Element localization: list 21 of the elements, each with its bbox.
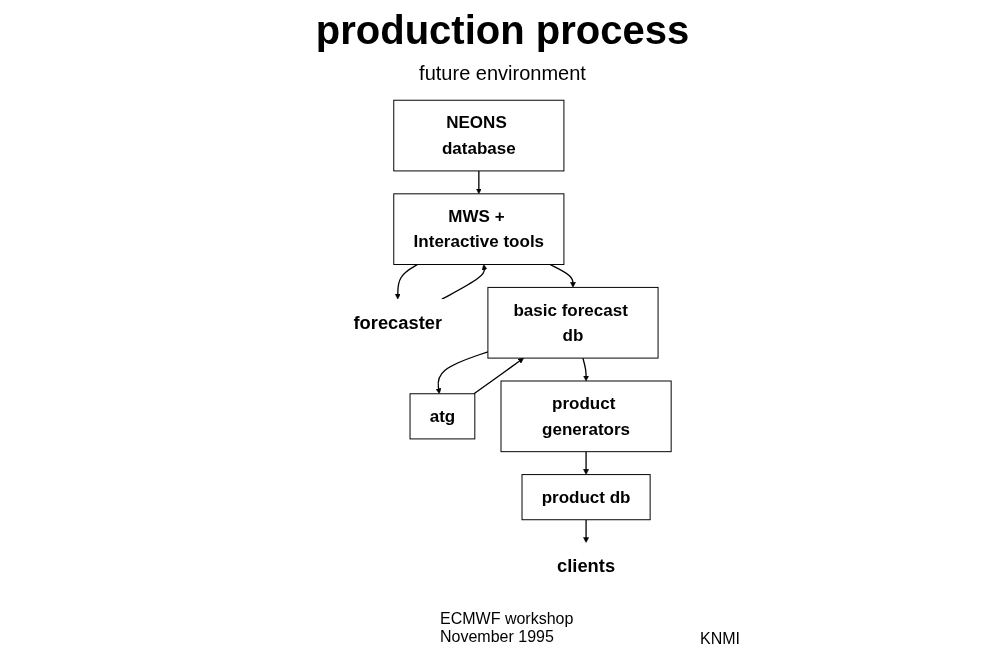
node-box: MWS + Interactive tools <box>393 193 565 265</box>
node-box: product db <box>521 474 651 521</box>
node-box: product generators <box>500 380 672 453</box>
arrow <box>475 170 482 195</box>
arrow <box>583 519 589 543</box>
footer-note: KNMI <box>700 630 740 648</box>
node-box: atg <box>409 393 476 440</box>
node-box: NEONS database <box>393 99 565 172</box>
diagram-title: production process <box>314 8 691 53</box>
subtitle: future environment <box>418 62 587 85</box>
arrow <box>435 351 489 394</box>
arrow <box>441 264 488 300</box>
node-text: clients <box>557 555 616 577</box>
arrow <box>582 357 589 382</box>
arrow <box>473 357 524 395</box>
node-text: forecaster <box>353 312 443 333</box>
arrow <box>394 263 419 300</box>
footer-note: ECMWF workshop November 1995 <box>440 610 575 646</box>
node-box: basic forecast db <box>487 286 659 359</box>
arrow <box>583 451 589 475</box>
arrow <box>549 263 576 288</box>
